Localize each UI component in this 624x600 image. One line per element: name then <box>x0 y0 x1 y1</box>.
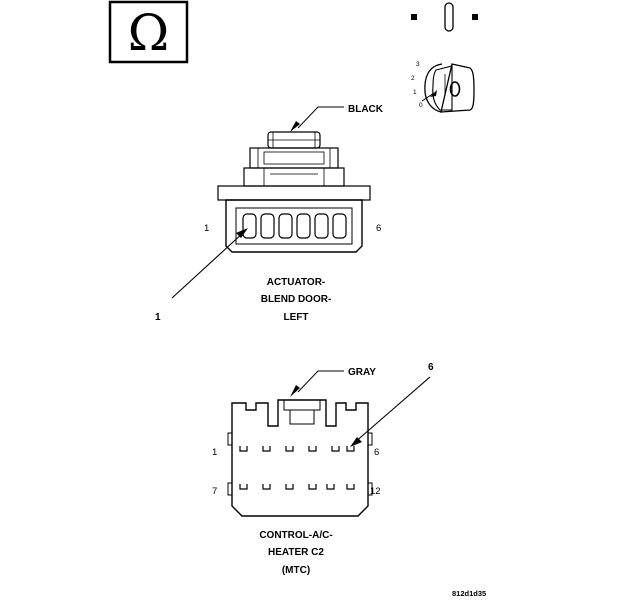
connector1-color-label: BLACK <box>348 104 384 115</box>
connector2-name-line1: CONTROL-A/C- <box>259 530 332 541</box>
connector2-pin-7: 7 <box>212 486 217 497</box>
connector1-pin-6: 6 <box>376 223 381 234</box>
connector-actuator-blend-door: BLACK 1 6 1 ACTUATOR <box>155 104 384 323</box>
connector2-bottom-row-cavities <box>239 484 355 490</box>
probe-label-2: 2 <box>411 75 415 82</box>
connector2-pin-6: 6 <box>374 447 379 458</box>
connector2-pin-12: 12 <box>370 486 381 497</box>
connector1-cavities <box>242 213 347 239</box>
connector2-name-line3: (MTC) <box>282 565 310 576</box>
connector1-name-line1: ACTUATOR- <box>267 277 326 288</box>
terminal-probe-icon: 3 2 1 0 <box>411 61 475 113</box>
ohmmeter-icon: Ω <box>108 0 189 64</box>
probe-label-1: 1 <box>413 89 417 96</box>
probe-label-3: 3 <box>416 61 420 68</box>
callout-1: 1 <box>155 312 161 323</box>
connector2-color-label: GRAY <box>348 367 376 378</box>
connector2-top-row-cavities <box>239 446 355 452</box>
connector2-name-line2: HEATER C2 <box>268 547 324 558</box>
callout-6: 6 <box>428 362 434 373</box>
connector1-name-line3: LEFT <box>284 312 309 323</box>
test-lead-icon <box>411 2 478 32</box>
connector2-pin-1: 1 <box>212 447 217 458</box>
connector-control-ac-heater-c2: GRAY 1 6 7 12 <box>212 362 434 576</box>
ohm-symbol: Ω <box>128 4 169 62</box>
connector1-pin-1: 1 <box>204 223 209 234</box>
probe-label-0: 0 <box>419 102 423 109</box>
figure-code: 812d1d35 <box>452 589 486 598</box>
connector1-name-line2: BLEND DOOR- <box>261 294 332 305</box>
